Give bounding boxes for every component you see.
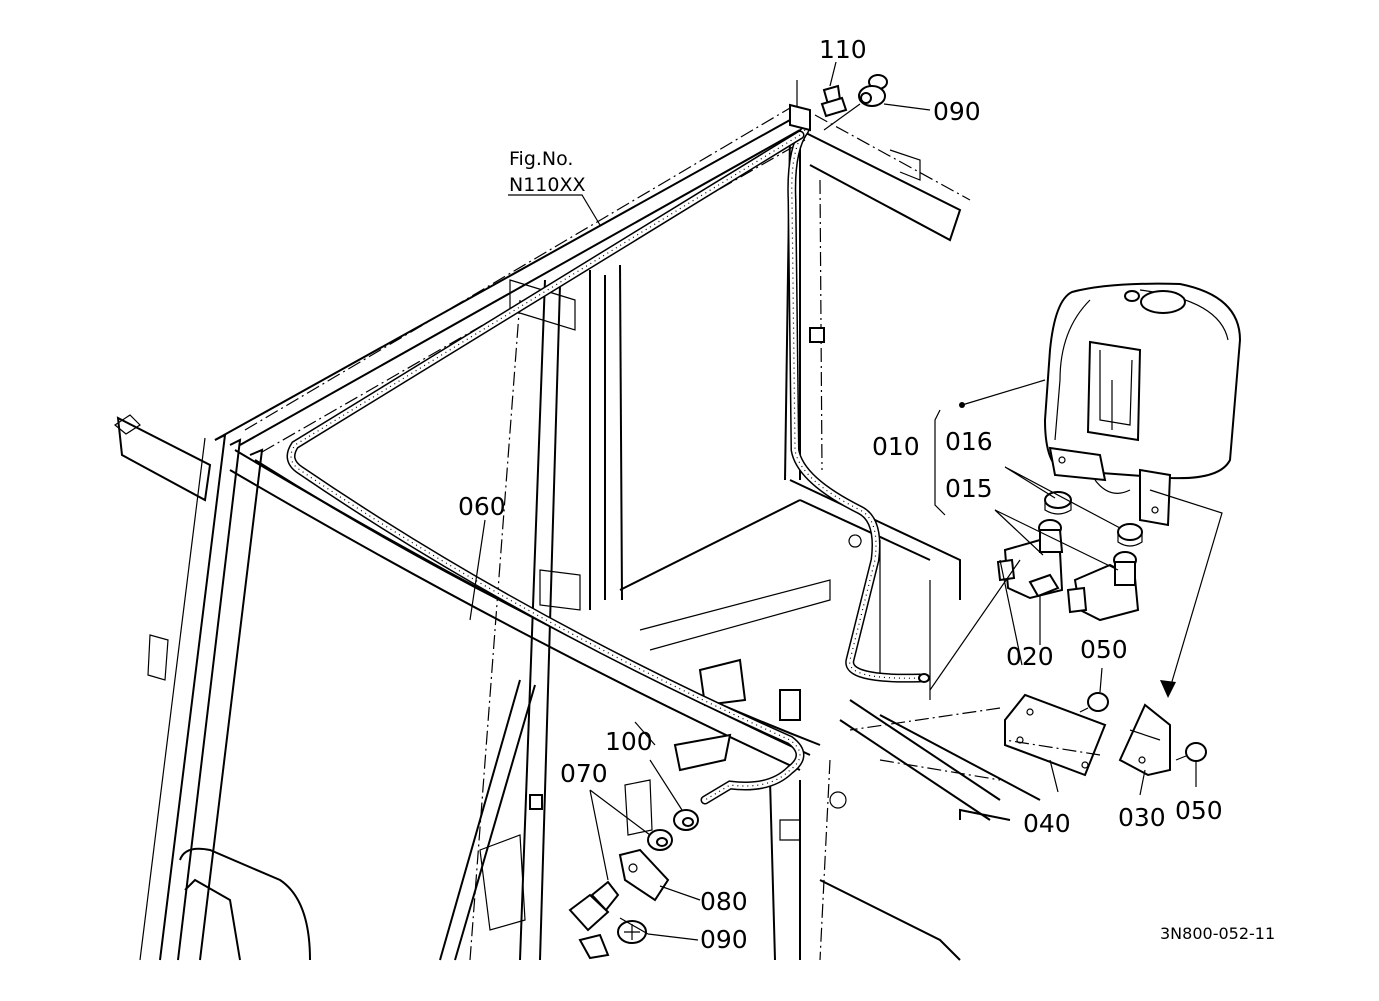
nozzle-070 (647, 829, 673, 851)
nozzle-090-top (823, 74, 888, 131)
bolt-050-top (1079, 692, 1109, 713)
callout-030: 030 (1118, 803, 1166, 832)
grommet-100 (673, 809, 699, 831)
drawing-code: 3N800-052-11 (1160, 924, 1275, 943)
callout-090-bottom: 090 (700, 925, 748, 954)
callout-010: 010 (872, 432, 920, 461)
callout-015: 015 (945, 474, 993, 503)
washer-hose-060 (286, 125, 930, 805)
bracket-080 (618, 848, 670, 902)
callout-080: 080 (700, 887, 748, 916)
callout-050-bottom: 050 (1175, 796, 1223, 825)
callout-110: 110 (819, 35, 867, 64)
joint-020 (1028, 573, 1060, 598)
washer-tank-010 (1043, 282, 1242, 527)
pump-015-right (1066, 551, 1140, 622)
figure-ref-line1: Fig.No. (509, 148, 573, 170)
callout-050-top: 050 (1080, 635, 1128, 664)
bracket-030 (1118, 703, 1171, 777)
callout-040: 040 (1023, 809, 1071, 838)
callout-016: 016 (945, 427, 993, 456)
callout-070: 070 (560, 759, 608, 788)
nozzle-body (568, 880, 620, 960)
nozzle-110 (820, 84, 848, 118)
leader-lines (469, 61, 1223, 941)
bolt-050-bottom (1175, 742, 1207, 762)
bolt-090-bottom (617, 920, 647, 944)
bracket-040 (1004, 693, 1107, 777)
callout-100: 100 (605, 727, 653, 756)
callout-020: 020 (1006, 642, 1054, 671)
figure-ref-line2: N110XX (509, 174, 586, 196)
callout-060: 060 (458, 492, 506, 521)
callout-090-top: 090 (933, 97, 981, 126)
cab-frame (113, 107, 1041, 961)
